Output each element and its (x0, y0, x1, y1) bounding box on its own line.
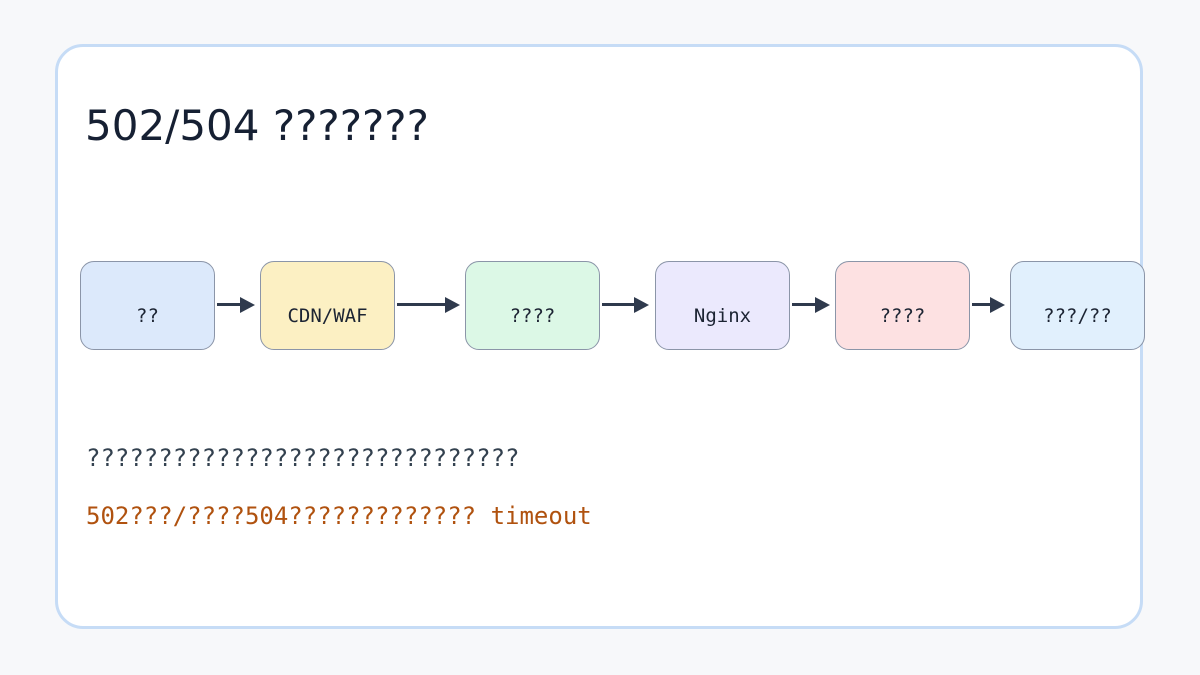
warning-note: 502???/????504????????????? timeout (86, 502, 592, 530)
flow-node-load-balancer: ???? (465, 261, 600, 350)
flow-arrow (602, 297, 649, 313)
flow-node-database-cache: ???/?? (1010, 261, 1145, 350)
flow-arrow (792, 297, 830, 313)
flow-node-cdn-waf: CDN/WAF (260, 261, 395, 350)
flow-node-nginx: Nginx (655, 261, 790, 350)
flow-node-app-service: ???? (835, 261, 970, 350)
flow-arrow (397, 297, 460, 313)
diagnosis-note: ?????????????????????????????? (86, 444, 520, 472)
flow-arrow (972, 297, 1005, 313)
flow-arrow (217, 297, 255, 313)
flow-node-client: ?? (80, 261, 215, 350)
page-title: 502/504 ??????? (85, 101, 429, 150)
